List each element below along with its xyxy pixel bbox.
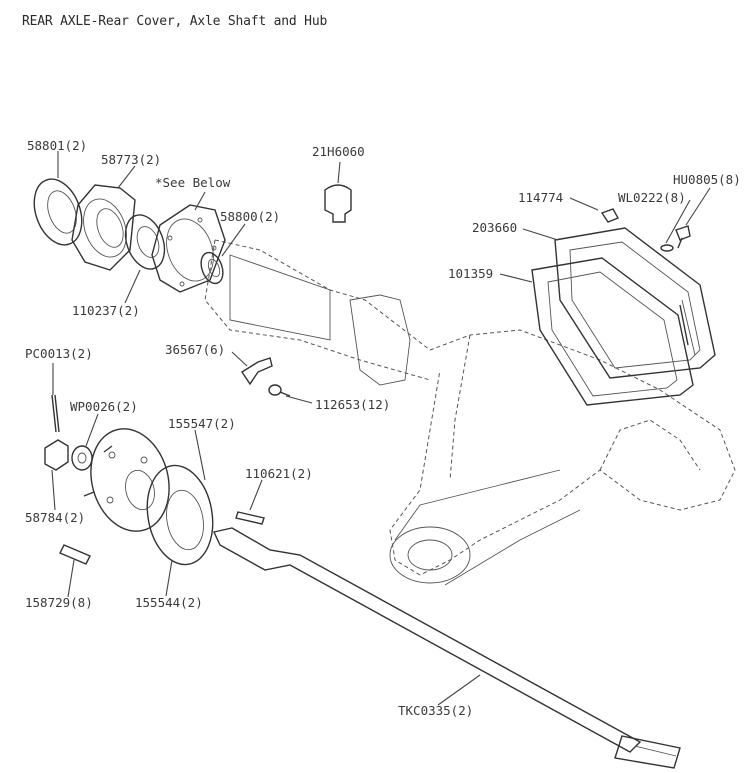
label-114774: 114774 bbox=[518, 190, 563, 205]
key-110621 bbox=[235, 511, 265, 525]
label-112653: 112653(12) bbox=[315, 397, 390, 412]
label-21h6060: 21H6060 bbox=[312, 144, 365, 159]
stud-158729 bbox=[59, 544, 91, 565]
label-58773: 58773(2) bbox=[101, 152, 161, 167]
part-labels: 58801(2) 58773(2) *See Below 21H6060 114… bbox=[25, 138, 741, 718]
seal-58801 bbox=[33, 178, 83, 246]
label-see-below: *See Below bbox=[155, 175, 231, 190]
filler-plug-114774 bbox=[600, 208, 619, 223]
leader-lines bbox=[51, 151, 711, 706]
label-155544: 155544(2) bbox=[135, 595, 203, 610]
lock-washer-wl0222 bbox=[660, 244, 674, 252]
hub-155547 bbox=[83, 428, 170, 532]
washer-wp0026 bbox=[71, 445, 93, 471]
gasket-101359 bbox=[531, 257, 694, 406]
flange-plate bbox=[151, 204, 226, 293]
seal-58800 bbox=[200, 251, 224, 285]
label-58801: 58801(2) bbox=[27, 138, 87, 153]
label-110621: 110621(2) bbox=[245, 466, 313, 481]
label-58800: 58800(2) bbox=[220, 209, 280, 224]
breather-21h6060 bbox=[324, 184, 352, 223]
label-hu0805: HU0805(8) bbox=[673, 172, 741, 187]
label-158729: 158729(8) bbox=[25, 595, 93, 610]
label-pc0013: PC0013(2) bbox=[25, 346, 93, 361]
clip-36567 bbox=[241, 357, 273, 386]
label-110237: 110237(2) bbox=[72, 303, 140, 318]
bearing-retainer-58773 bbox=[71, 184, 136, 271]
label-203660: 203660 bbox=[472, 220, 517, 235]
label-101359: 101359 bbox=[448, 266, 493, 281]
label-tkc0335: TKC0335(2) bbox=[398, 703, 473, 718]
rear-cover-203660 bbox=[554, 227, 716, 379]
label-155547: 155547(2) bbox=[168, 416, 236, 431]
axle-shaft-tkc0335 bbox=[213, 527, 681, 769]
label-58784: 58784(2) bbox=[25, 510, 85, 525]
label-wl0222: WL0222(8) bbox=[618, 190, 686, 205]
axle-housing bbox=[204, 239, 736, 586]
page-title: REAR AXLE-Rear Cover, Axle Shaft and Hub bbox=[22, 14, 328, 29]
cotter-pin-pc0013 bbox=[51, 394, 60, 433]
bolt-112653 bbox=[268, 384, 291, 397]
label-wp0026: WP0026(2) bbox=[70, 399, 138, 414]
bearing-110237 bbox=[124, 214, 166, 270]
bolt-hu0805 bbox=[675, 225, 691, 249]
brake-drum-155544 bbox=[146, 464, 214, 566]
axle-nut-58784 bbox=[44, 439, 69, 471]
label-36567: 36567(6) bbox=[165, 342, 225, 357]
